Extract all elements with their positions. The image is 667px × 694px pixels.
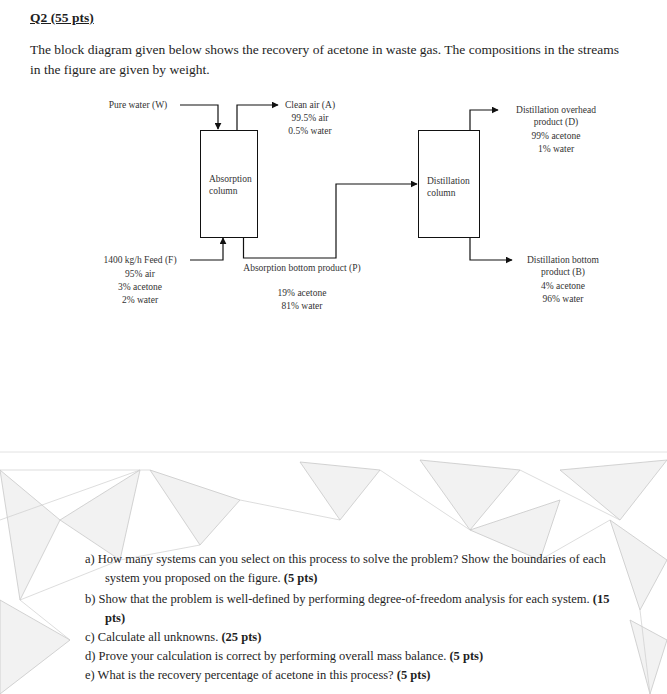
stream-label: Absorption bottom product (P) <box>243 262 360 274</box>
question-points: (5 pts) <box>397 668 431 682</box>
question-points: (5 pts) <box>284 571 318 585</box>
question-points: (5 pts) <box>449 649 483 663</box>
stream-label: 4% acetone <box>541 280 585 292</box>
stream-label: Distillation bottom product (B) <box>513 254 613 278</box>
stream-label: 81% water <box>282 300 323 312</box>
separator <box>0 452 667 453</box>
process-column: Distillation column <box>418 130 480 238</box>
stream-label: 96% water <box>543 293 584 305</box>
problem-statement: The block diagram given below shows the … <box>30 40 630 80</box>
stream-label: 19% acetone <box>278 287 327 299</box>
question-text: c) Calculate all unknowns. <box>85 630 218 644</box>
stream-connector <box>244 184 418 258</box>
overhead-line <box>470 110 498 130</box>
mesh-lines <box>0 470 650 694</box>
bottom-line <box>470 237 512 260</box>
clean-air-line <box>237 105 278 130</box>
feed-line <box>190 238 223 260</box>
stream-label: 0.5% water <box>288 125 331 137</box>
stream-label: 2% water <box>122 294 158 306</box>
stream-label: 1400 kg/h Feed (F) <box>103 254 176 266</box>
question-text: b) Show that the problem is well-defined… <box>85 592 590 606</box>
stream-label: 1% water <box>538 143 574 155</box>
water-inlet-line <box>180 105 218 129</box>
question-text: e) What is the recovery percentage of ac… <box>85 668 394 682</box>
question-item: e) What is the recovery percentage of ac… <box>85 666 625 685</box>
column-label: Absorption column <box>209 173 252 197</box>
question-title: Q2 (55 pts) <box>30 10 94 26</box>
question-item: b) Show that the problem is well-defined… <box>85 590 625 627</box>
column-label: Distillation column <box>427 175 474 199</box>
stream-label: 99.5% air <box>292 112 329 124</box>
stream-label: 99% acetone <box>532 130 581 142</box>
stream-label: 95% air <box>125 268 155 280</box>
question-item: a) How many systems can you select on th… <box>85 550 625 587</box>
question-item: c) Calculate all unknowns. (25 pts) <box>85 628 625 647</box>
stream-label: Distillation overhead product (D) <box>506 104 606 128</box>
question-points: (25 pts) <box>221 630 261 644</box>
stream-label: Clean air (A) <box>285 99 335 111</box>
stream-label: 3% acetone <box>118 281 162 293</box>
question-text: a) How many systems can you select on th… <box>85 552 606 585</box>
process-column: Absorption column <box>200 130 258 238</box>
question-item: d) Prove your calculation is correct by … <box>85 647 625 666</box>
question-text: d) Prove your calculation is correct by … <box>85 649 446 663</box>
polygon-mesh <box>0 460 667 694</box>
stream-label: Pure water (W) <box>109 99 168 111</box>
